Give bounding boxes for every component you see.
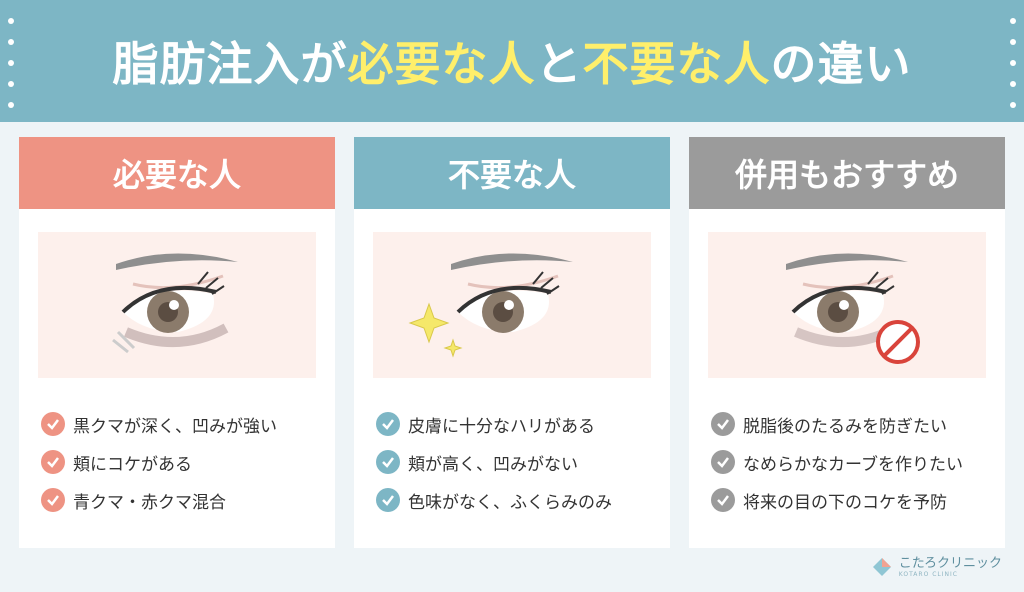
decorative-dots-left: [8, 18, 14, 108]
card-combined: 併用もおすすめ 脱脂後のたるみを防ぎたい なめらかなカーブを作りたい: [689, 137, 1005, 548]
title-banner: 脂肪注入が必要な人と不要な人の違い: [0, 0, 1024, 122]
list-item-text: 将来の目の下のコケを予防: [743, 492, 947, 513]
check-icon: [41, 412, 65, 436]
check-icon: [41, 450, 65, 474]
eye-illustration-prevent: [708, 232, 986, 378]
title-highlight-unneeded: 不要な人: [582, 37, 771, 91]
clinic-logo-name: こたろクリニック: [898, 555, 1002, 571]
card-unneeded-heading: 不要な人: [354, 137, 670, 209]
list-item: 黒クマが深く、凹みが強い: [41, 405, 325, 443]
card-unneeded: 不要な人 皮膚に十分なハリがある 頬が高く、凹みがない 色: [354, 137, 670, 548]
sparkle-icon: [408, 302, 463, 358]
list-item: 頬が高く、凹みがない: [376, 443, 660, 481]
decorative-dots-right: [1010, 18, 1016, 108]
clinic-logo: こたろクリニック KOTARO CLINIC: [871, 556, 1002, 578]
check-icon: [41, 488, 65, 512]
title-part1: 脂肪注入が: [112, 37, 348, 91]
title-part3: の違い: [770, 37, 912, 91]
list-item-text: 黒クマが深く、凹みが強い: [73, 416, 277, 437]
list-item-text: 脱脂後のたるみを防ぎたい: [743, 416, 947, 437]
list-item: なめらかなカーブを作りたい: [711, 443, 995, 481]
list-item: 皮膚に十分なハリがある: [376, 405, 660, 443]
check-icon: [711, 412, 735, 436]
card-need-list: 黒クマが深く、凹みが強い 頬にコケがある 青クマ・赤クマ混合: [41, 405, 325, 519]
list-item: 青クマ・赤クマ混合: [41, 481, 325, 519]
title-highlight-need: 必要な人: [347, 37, 536, 91]
card-need-heading: 必要な人: [19, 137, 335, 209]
card-need: 必要な人 黒クマが深く、凹みが強い 頬にコケがある 青クマ・赤クマ混合: [19, 137, 335, 548]
list-item-text: 色味がなく、ふくらみのみ: [408, 492, 612, 513]
check-icon: [711, 488, 735, 512]
clinic-logo-subtitle: KOTARO CLINIC: [898, 570, 958, 578]
eye-illustration-dark-circles: [38, 232, 316, 378]
check-icon: [376, 488, 400, 512]
card-combined-heading: 併用もおすすめ: [689, 137, 1005, 209]
list-item-text: 頬にコケがある: [73, 454, 192, 475]
eye-illustration-healthy: [373, 232, 651, 378]
check-icon: [711, 450, 735, 474]
list-item: 色味がなく、ふくらみのみ: [376, 481, 660, 519]
prohibited-icon: [876, 320, 920, 364]
list-item-text: 青クマ・赤クマ混合: [73, 492, 226, 513]
card-combined-list: 脱脂後のたるみを防ぎたい なめらかなカーブを作りたい 将来の目の下のコケを予防: [711, 405, 995, 519]
check-icon: [376, 450, 400, 474]
list-item: 将来の目の下のコケを予防: [711, 481, 995, 519]
page-title: 脂肪注入が必要な人と不要な人の違い: [0, 28, 1024, 94]
list-item-text: 頬が高く、凹みがない: [408, 454, 578, 475]
list-item-text: なめらかなカーブを作りたい: [743, 454, 963, 475]
list-item: 頬にコケがある: [41, 443, 325, 481]
clinic-logo-icon: [872, 558, 891, 576]
list-item: 脱脂後のたるみを防ぎたい: [711, 405, 995, 443]
card-unneeded-list: 皮膚に十分なハリがある 頬が高く、凹みがない 色味がなく、ふくらみのみ: [376, 405, 660, 519]
list-item-text: 皮膚に十分なハリがある: [408, 416, 595, 437]
check-icon: [376, 412, 400, 436]
title-part2: と: [535, 37, 583, 91]
